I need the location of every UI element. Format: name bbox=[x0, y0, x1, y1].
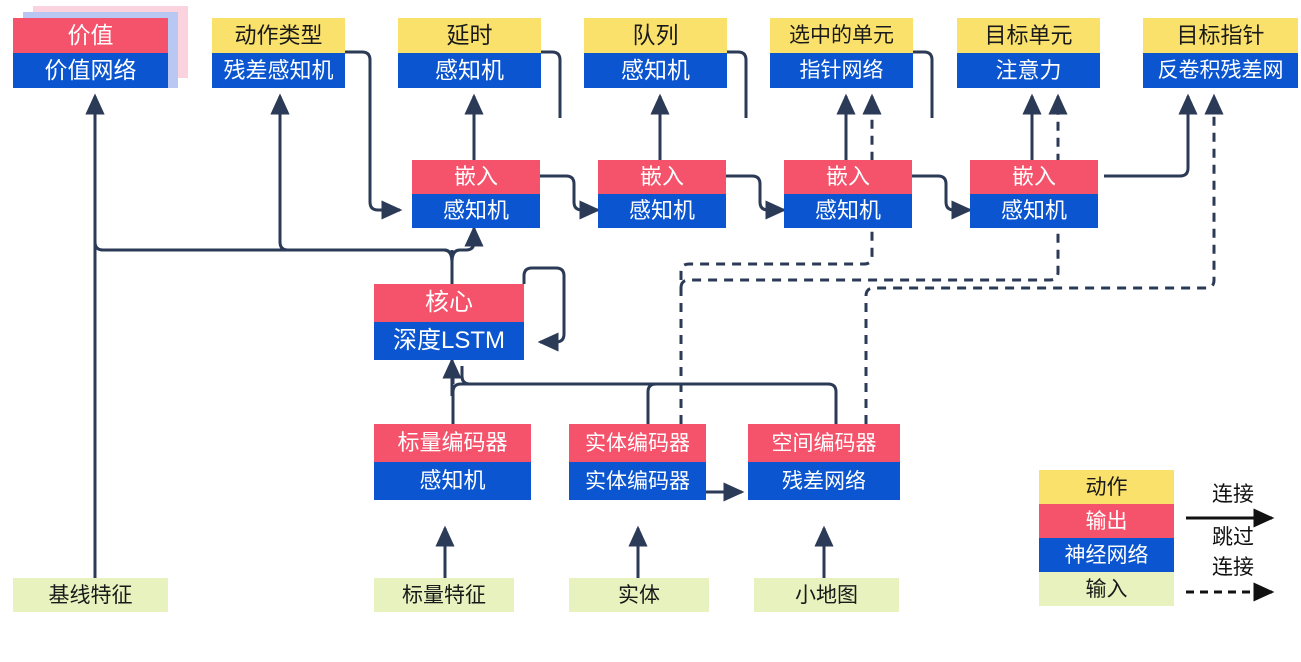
node-embed-3-top: 嵌入 bbox=[784, 160, 912, 194]
legend-connection-label: 连接 bbox=[1212, 483, 1254, 506]
node-target-unit-top: 目标单元 bbox=[957, 18, 1100, 53]
node-value[interactable]: 价值 价值网络 bbox=[13, 18, 168, 88]
legend-swatch-neural-network: 神经网络 bbox=[1039, 538, 1174, 572]
node-scalar-encoder[interactable]: 标量编码器 感知机 bbox=[374, 424, 531, 500]
node-delay[interactable]: 延时 感知机 bbox=[398, 18, 541, 88]
node-action-type[interactable]: 动作类型 残差感知机 bbox=[212, 18, 345, 88]
node-spatial-encoder-top: 空间编码器 bbox=[748, 424, 900, 462]
node-delay-top: 延时 bbox=[398, 18, 541, 53]
wire-spatial-enc-bus bbox=[460, 366, 838, 424]
node-queue-top: 队列 bbox=[584, 18, 727, 53]
node-embed-4[interactable]: 嵌入 感知机 bbox=[970, 160, 1098, 228]
wire-skip-spatial-to-target-point bbox=[864, 93, 1224, 424]
node-value-top: 价值 bbox=[13, 18, 168, 53]
node-embed-4-top: 嵌入 bbox=[970, 160, 1098, 194]
node-core[interactable]: 核心 深度LSTM bbox=[374, 284, 524, 360]
wire-core-to-embed1 bbox=[450, 225, 484, 263]
wire-embed2-to-embed3 bbox=[726, 174, 787, 220]
wire-skip-entity-to-selected-units bbox=[679, 93, 882, 424]
node-queue-bottom: 感知机 bbox=[584, 53, 727, 88]
node-entity-encoder-top: 实体编码器 bbox=[569, 424, 706, 462]
skip-connections bbox=[679, 93, 1224, 424]
node-target-point-top: 目标指针 bbox=[1143, 18, 1298, 53]
node-action-type-top: 动作类型 bbox=[212, 18, 345, 53]
node-embed-2-top: 嵌入 bbox=[598, 160, 726, 194]
wire-embed4-to-target-point bbox=[1104, 93, 1198, 178]
node-selected-units-bottom: 指针网络 bbox=[770, 53, 913, 88]
legend-swatch-input: 输入 bbox=[1039, 572, 1174, 606]
node-selected-units-top: 选中的单元 bbox=[770, 18, 913, 53]
node-scalar-encoder-top: 标量编码器 bbox=[374, 424, 531, 462]
legend-swatches: 动作 输出 神经网络 输入 bbox=[1039, 470, 1174, 606]
node-input-minimap[interactable]: 小地图 bbox=[754, 578, 899, 612]
node-scalar-encoder-bottom: 感知机 bbox=[374, 462, 531, 500]
node-embed-1-bottom: 感知机 bbox=[412, 194, 540, 228]
node-action-type-bottom: 残差感知机 bbox=[212, 53, 345, 88]
node-embed-4-bottom: 感知机 bbox=[970, 194, 1098, 228]
node-target-point[interactable]: 目标指针 反卷积残差网 bbox=[1143, 18, 1298, 88]
node-embed-3[interactable]: 嵌入 感知机 bbox=[784, 160, 912, 228]
node-input-baseline-features[interactable]: 基线特征 bbox=[13, 578, 168, 612]
wire-embed3-to-embed4 bbox=[912, 174, 973, 220]
node-input-entities[interactable]: 实体 bbox=[569, 578, 709, 612]
node-core-top: 核心 bbox=[374, 284, 524, 322]
node-target-unit-bottom: 注意力 bbox=[957, 53, 1100, 88]
node-entity-encoder-bottom: 实体编码器 bbox=[569, 462, 706, 500]
node-embed-1-top: 嵌入 bbox=[412, 160, 540, 194]
wire-selected-units-down bbox=[913, 50, 934, 118]
legend-skip-label-line1: 跳过 bbox=[1212, 526, 1254, 549]
legend-swatch-output: 输出 bbox=[1039, 504, 1174, 538]
wire-delay-down bbox=[541, 50, 562, 118]
wire-core-to-left-bus bbox=[93, 96, 454, 263]
node-target-point-bottom: 反卷积残差网 bbox=[1143, 53, 1298, 88]
wire-scalar-enc-bus bbox=[451, 382, 636, 424]
node-queue[interactable]: 队列 感知机 bbox=[584, 18, 727, 88]
node-embed-2[interactable]: 嵌入 感知机 bbox=[598, 160, 726, 228]
node-embed-2-bottom: 感知机 bbox=[598, 194, 726, 228]
wire-queue-down bbox=[727, 50, 748, 118]
node-embed-1[interactable]: 嵌入 感知机 bbox=[412, 160, 540, 228]
node-delay-bottom: 感知机 bbox=[398, 53, 541, 88]
node-spatial-encoder[interactable]: 空间编码器 残差网络 bbox=[748, 424, 900, 500]
node-value-bottom: 价值网络 bbox=[13, 53, 168, 88]
node-spatial-encoder-bottom: 残差网络 bbox=[748, 462, 900, 500]
legend-swatch-action: 动作 bbox=[1039, 470, 1174, 504]
legend-skip-label-line2: 连接 bbox=[1212, 556, 1254, 579]
node-entity-encoder[interactable]: 实体编码器 实体编码器 bbox=[569, 424, 706, 500]
wire-action-type-to-embed1 bbox=[345, 50, 403, 220]
node-core-bottom: 深度LSTM bbox=[374, 322, 524, 360]
wire-entity-enc-bus bbox=[646, 382, 820, 424]
wire-embed1-to-embed2 bbox=[540, 174, 601, 220]
node-input-scalar-features[interactable]: 标量特征 bbox=[374, 578, 514, 612]
wire-core-recurrent bbox=[522, 266, 566, 352]
node-selected-units[interactable]: 选中的单元 指针网络 bbox=[770, 18, 913, 88]
node-target-unit[interactable]: 目标单元 注意力 bbox=[957, 18, 1100, 88]
node-embed-3-bottom: 感知机 bbox=[784, 194, 912, 228]
